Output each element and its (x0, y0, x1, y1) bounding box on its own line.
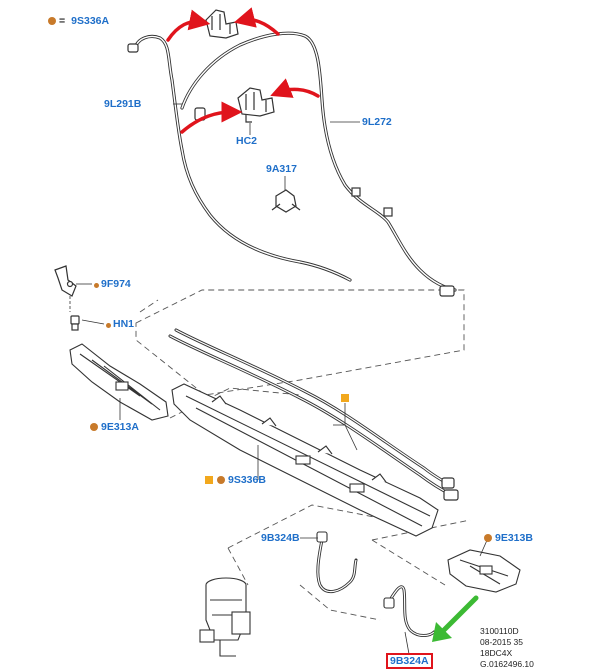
meta-line-1: 3100110D (480, 626, 519, 636)
bullet-dot-icon (106, 323, 111, 328)
drawing-meta: 3100110D 08-2015 35 18DC4X G.0162496.10 (480, 626, 534, 670)
callout-9A317[interactable]: 9A317 (266, 163, 297, 175)
callout-9L272[interactable]: 9L272 (362, 116, 392, 128)
tube-9B324B (316, 538, 358, 594)
quick-connect-clip-hc2 (237, 87, 275, 123)
tube-end-fitting (441, 477, 459, 501)
meta-line-4: G.0162496.10 (480, 659, 534, 669)
meta-line-2: 08-2015 35 (480, 637, 524, 647)
heat-shield-9E313A (69, 343, 169, 421)
callout-HC2[interactable]: HC2 (236, 135, 258, 147)
callout-9B324A[interactable]: 9B324A (386, 653, 433, 669)
green-arrow-icon (432, 595, 479, 642)
legend-equals: = (59, 15, 66, 27)
callout-9F974[interactable]: 9F974 (94, 278, 131, 290)
callout-9B324B[interactable]: 9B324B (261, 532, 300, 544)
callout-9E313A[interactable]: 9E313A (90, 421, 139, 433)
heat-shield-9S336B (171, 383, 439, 537)
bracket-9F974 (54, 265, 77, 297)
heat-shield-9E313B (447, 549, 521, 593)
bolt-HN1 (70, 315, 80, 331)
callout-9E313B[interactable]: 9E313B (484, 532, 533, 544)
callout-9E313B-text: 9E313B (495, 532, 533, 544)
meta-line-3: 18DC4X (480, 648, 513, 658)
callout-9F974-text: 9F974 (101, 278, 131, 290)
tube-9B324A (388, 585, 436, 637)
callout-HN1-text: HN1 (113, 318, 135, 330)
callout-9S336B[interactable]: 9S336B (205, 474, 266, 486)
quick-connect-clip (205, 9, 239, 39)
legend-part: 9S336A (71, 15, 110, 27)
legend: = 9S336A (48, 15, 109, 27)
fuel-line-9L272 (180, 31, 457, 292)
callout-9S336B-text: 9S336B (228, 474, 266, 486)
red-arrow-icon (166, 7, 320, 134)
callout-9E313A-text: 9E313A (101, 421, 139, 433)
square-marker-icon (205, 476, 213, 484)
bullet-dot-icon (48, 17, 56, 25)
fuel-line-9L291B (133, 34, 352, 282)
bullet-dot-icon (90, 423, 98, 431)
bullet-dot-icon (94, 283, 99, 288)
callout-9L291B[interactable]: 9L291B (104, 98, 142, 110)
fuel-pump-module (199, 577, 251, 657)
callout-HN1[interactable]: HN1 (106, 318, 134, 330)
bracket-9A317 (271, 189, 301, 213)
square-marker-icon (341, 394, 349, 402)
bullet-dot-icon (217, 476, 225, 484)
bullet-dot-icon (484, 534, 492, 542)
